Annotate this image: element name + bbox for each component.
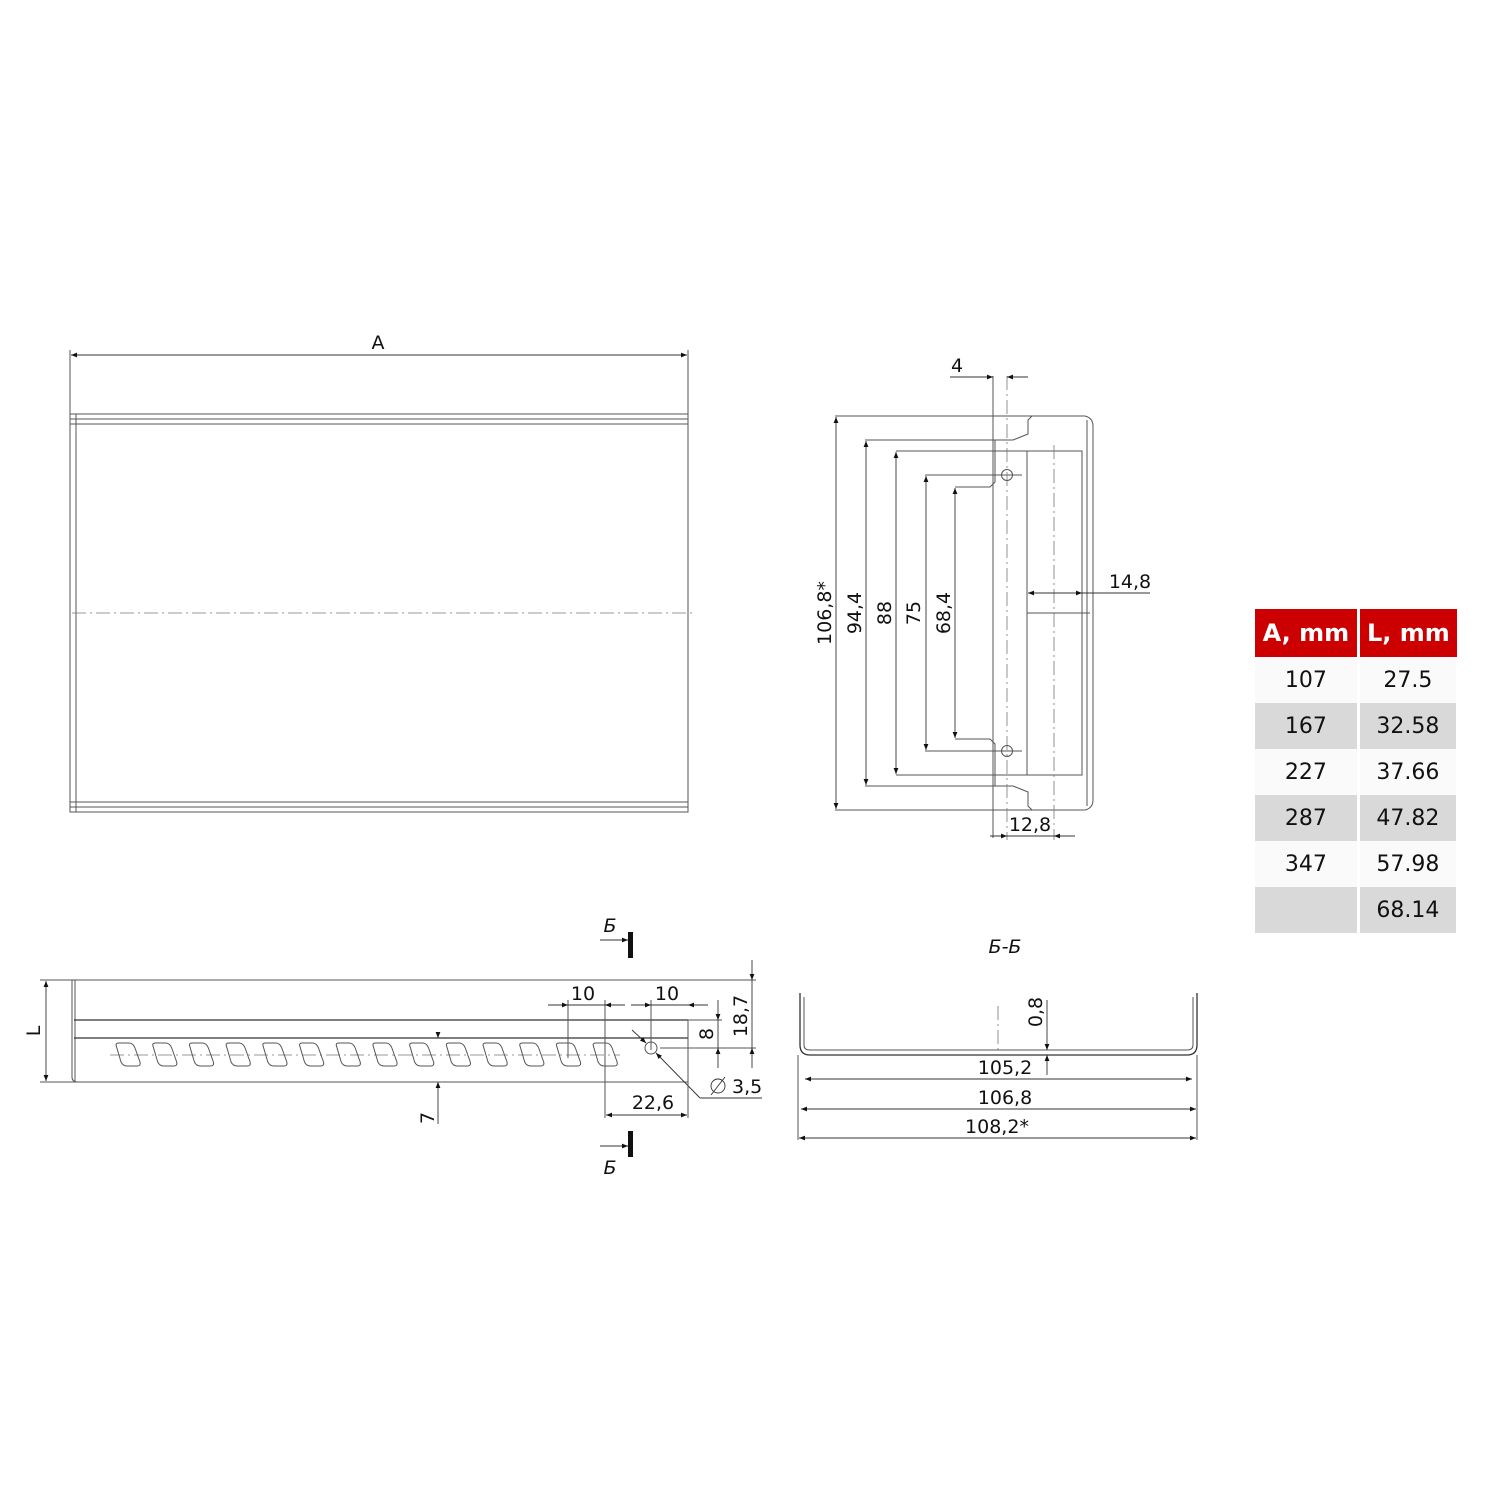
dim-75-label: 75	[903, 601, 925, 625]
dim-0-8-label: 0,8	[1025, 997, 1047, 1027]
dim-12-8-label: 12,8	[1009, 814, 1051, 836]
svg-text:Б: Б	[603, 915, 616, 937]
cell-a: 347	[1255, 841, 1360, 887]
slot-hole	[409, 1042, 435, 1067]
dim-105-2-label: 105,2	[978, 1057, 1032, 1079]
cell-a: 287	[1255, 795, 1360, 841]
slot-hole	[592, 1042, 618, 1067]
cell-l: 37.66	[1359, 749, 1459, 795]
slot-hole	[555, 1042, 582, 1067]
slot-hole	[335, 1042, 361, 1067]
section-mark-bottom: Б	[600, 1131, 633, 1179]
slot-hole	[445, 1042, 471, 1067]
dim-18-7-label: 18,7	[730, 995, 752, 1037]
header-l: L, mm	[1359, 609, 1459, 657]
front-view: L 10 10 8 18,7 7 3,5 2	[23, 915, 762, 1179]
slot-hole	[372, 1042, 398, 1067]
slot-hole	[152, 1042, 178, 1067]
cell-l: 32.58	[1359, 703, 1459, 749]
dim-88-label: 88	[874, 601, 896, 625]
dim-8-label: 8	[696, 1028, 718, 1040]
dim-3-5-label: 3,5	[732, 1076, 762, 1098]
top-view: A	[69, 332, 694, 813]
cell-a: 107	[1255, 657, 1360, 703]
dim-108-2-label: 108,2*	[965, 1116, 1029, 1138]
slot-hole	[298, 1042, 325, 1067]
cell-l: 68.14	[1359, 887, 1459, 933]
table-header-row: A, mm L, mm	[1255, 609, 1459, 657]
dim-22-6-label: 22,6	[632, 1092, 674, 1114]
cell-a	[1255, 887, 1360, 933]
dim-10b-label: 10	[655, 983, 679, 1005]
slot-group	[115, 1042, 618, 1067]
cell-l: 47.82	[1359, 795, 1459, 841]
dim-14-8-label: 14,8	[1109, 571, 1151, 593]
dim-4-label: 4	[951, 355, 963, 377]
slot-hole	[225, 1042, 251, 1067]
slot-hole	[519, 1042, 545, 1067]
side-view: 4 106,8* 94,4 88 75 68,4 14,8 12,8	[814, 355, 1151, 840]
section-title: Б-Б	[989, 936, 1022, 958]
section-mark-top: Б	[600, 915, 633, 958]
header-a: A, mm	[1255, 609, 1360, 657]
cell-a: 167	[1255, 703, 1360, 749]
slot-hole	[115, 1042, 141, 1067]
slot-hole	[482, 1042, 508, 1067]
svg-text:Б: Б	[603, 1157, 616, 1179]
table-row: 68.14	[1255, 887, 1459, 933]
dim-106-8-label: 106,8	[978, 1087, 1032, 1109]
slot-hole	[262, 1042, 288, 1067]
slot-hole	[188, 1042, 215, 1067]
cell-l: 27.5	[1359, 657, 1459, 703]
cell-a: 227	[1255, 749, 1360, 795]
dim-68-4-label: 68,4	[933, 592, 955, 634]
dim-10a-label: 10	[571, 983, 595, 1005]
section-view: Б-Б 0,8 105,2 106,8 108,2*	[797, 936, 1198, 1141]
dimension-a-label: A	[372, 332, 385, 354]
dim-94-4-label: 94,4	[844, 592, 866, 634]
dim-7-label: 7	[417, 1112, 439, 1124]
dim-l-label: L	[23, 1025, 45, 1036]
dim-106-8-label: 106,8*	[814, 581, 836, 645]
cell-l: 57.98	[1359, 841, 1459, 887]
